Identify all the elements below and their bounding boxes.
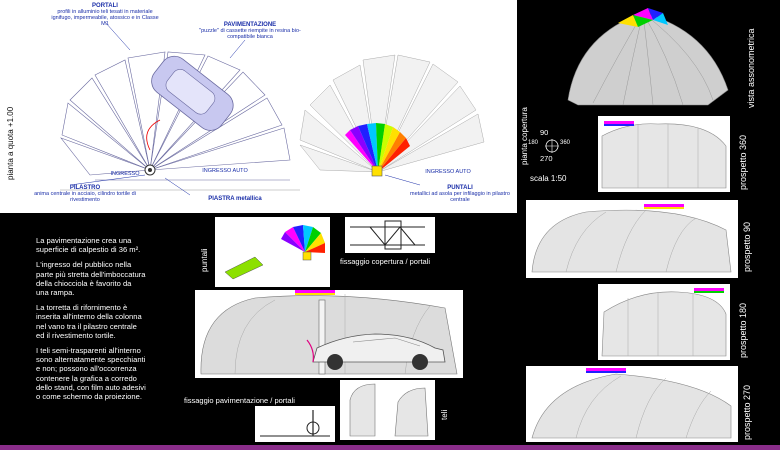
prospetto-180-box — [598, 284, 730, 360]
label-piastra: PIASTRA metallica — [185, 196, 285, 202]
description-paragraph-1: La pavimentazione crea una superficie di… — [36, 236, 141, 255]
label-pav-title: PAVIMENTAZIONE — [223, 22, 277, 28]
label-prospetto-180: prospetto 180 — [738, 302, 748, 358]
label-fissaggio-pav: fissaggio pavimentazione / portali — [184, 396, 295, 405]
puntali-plan-fan — [299, 54, 485, 177]
label-scala: scala 1:50 — [530, 174, 567, 183]
teli-detail-box — [340, 380, 435, 440]
label-prospetto-90: prospetto 90 — [742, 221, 752, 272]
label-portali: PORTALI profili in alluminio teli tesati… — [50, 3, 160, 27]
description-text: La pavimentazione crea una superficie di… — [36, 236, 146, 407]
label-puntali-text: metallici ad asola per infilaggio in pil… — [410, 191, 510, 203]
prospetto-270-box — [526, 366, 738, 442]
compass-icon — [545, 139, 559, 153]
elevations-panel: vista assonometrica pianta copertura 90 … — [518, 0, 780, 445]
prospetto-90-box — [526, 200, 738, 278]
section-car-box — [195, 290, 463, 378]
label-piastra-text: PIASTRA metallica — [208, 196, 262, 202]
label-prospetto-360: prospetto 360 — [738, 134, 748, 190]
description-paragraph-4: I teli semi-trasparenti all'interno sono… — [36, 346, 146, 402]
pillar-core — [148, 168, 152, 172]
fissaggio-pav-box — [255, 406, 335, 442]
label-pilastro: PILASTRO anima centrale in acciaio, cili… — [30, 185, 140, 203]
car-side-view — [312, 333, 446, 370]
label-ingresso-auto-2: INGRESSO AUTO — [425, 169, 471, 175]
label-vista-assonometrica: vista assonometrica — [746, 28, 756, 108]
puntali-detail-box — [215, 217, 330, 287]
label-puntali-detail: puntali — [200, 248, 209, 272]
compass-180: 180 — [528, 140, 539, 146]
ramp-line — [146, 119, 161, 151]
axonometric-view — [567, 8, 729, 106]
plan-vertical-label: pianta a quota +1.00 — [6, 106, 15, 180]
description-paragraph-3: La torretta di rifornimento è inserita a… — [36, 303, 142, 340]
label-portali-title: PORTALI — [92, 3, 118, 9]
label-pilastro-text: anima centrale in acciaio, cilindro tort… — [34, 191, 136, 203]
compass-90: 90 — [540, 128, 549, 137]
description-paragraph-2: L'ingresso del pubblico nella parte più … — [36, 260, 146, 298]
label-ingresso-auto: INGRESSO AUTO — [202, 168, 248, 174]
label-pilastro-title: PILASTRO — [69, 185, 101, 191]
plan-drawing — [60, 21, 485, 196]
compass-270: 270 — [540, 154, 553, 163]
label-puntali: PUNTALI metallici ad asola per infilaggi… — [410, 185, 510, 203]
label-portali-text: profili in alluminio teli tesati in mate… — [51, 9, 159, 27]
label-pavimentazione: PAVIMENTAZIONE "puzzle" di cassette riem… — [195, 22, 305, 40]
leader-lines — [69, 21, 421, 196]
label-pianta-copertura: pianta copertura — [520, 107, 529, 165]
car-top-view — [151, 55, 234, 131]
compass-360: 360 — [560, 140, 571, 146]
plan-panel: PORTALI profili in alluminio teli tesati… — [0, 0, 517, 213]
label-teli: teli — [440, 409, 449, 420]
prospetto-360-box — [598, 116, 730, 192]
bottom-bar — [0, 445, 780, 450]
label-puntali-title: PUNTALI — [447, 185, 473, 191]
fissaggio-copertura-box — [345, 217, 435, 253]
label-pav-text: "puzzle" di cassette riempite in resina … — [199, 28, 301, 40]
label-prospetto-270: prospetto 270 — [742, 384, 752, 440]
label-ingresso: INGRESSO — [110, 171, 140, 177]
label-fissaggio-copertura: fissaggio copertura / portali — [340, 257, 431, 266]
